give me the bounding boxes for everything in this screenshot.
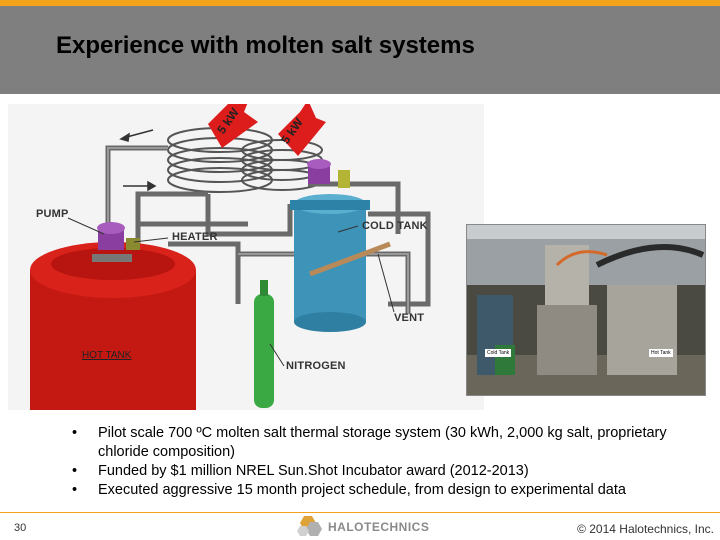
cold-tank-label: COLD TANK (362, 220, 428, 232)
photo-tag-hot: Hot Tank (649, 349, 673, 357)
halotechnics-logo: HALOTECHNICS (296, 514, 426, 538)
system-schematic: 5 kW 5 kW PUMP HEATER COLD TANK VENT HOT… (8, 104, 484, 410)
schematic-drawing (8, 104, 484, 410)
bullet-text: Pilot scale 700 ºC molten salt thermal s… (98, 425, 667, 460)
bullet-item: • Executed aggressive 15 month project s… (72, 481, 702, 500)
slide-title: Experience with molten salt systems (56, 32, 475, 60)
bullet-text: Executed aggressive 15 month project sch… (98, 482, 626, 498)
heater-label: HEATER (172, 231, 218, 243)
logo-text: HALOTECHNICS (328, 520, 429, 534)
bullet-list: • Pilot scale 700 ºC molten salt thermal… (72, 424, 702, 500)
nitrogen-label: NITROGEN (286, 360, 346, 372)
flow-arrows (121, 130, 155, 190)
bullet-marker: • (72, 481, 77, 500)
page-number: 30 (14, 522, 26, 534)
hexagon-logo-icon (296, 514, 326, 538)
bullet-marker: • (72, 462, 77, 481)
footer-divider (0, 512, 720, 513)
photo-image (467, 225, 706, 396)
pilot-system-photo: Cold Tank Hot Tank (466, 224, 706, 396)
bullet-item: • Funded by $1 million NREL Sun.Shot Inc… (72, 462, 702, 481)
nitrogen-cylinder (254, 280, 274, 408)
copyright-text: © 2014 Halotechnics, Inc. (577, 522, 714, 536)
vent-label: VENT (394, 312, 424, 324)
bullet-text: Funded by $1 million NREL Sun.Shot Incub… (98, 463, 529, 479)
hot-tank-label: HOT TANK (82, 350, 131, 361)
bullet-item: • Pilot scale 700 ºC molten salt thermal… (72, 424, 702, 462)
hot-tank (30, 242, 196, 410)
bullet-marker: • (72, 424, 77, 443)
pump-label: PUMP (36, 208, 69, 220)
photo-tag-cold: Cold Tank (485, 349, 511, 357)
